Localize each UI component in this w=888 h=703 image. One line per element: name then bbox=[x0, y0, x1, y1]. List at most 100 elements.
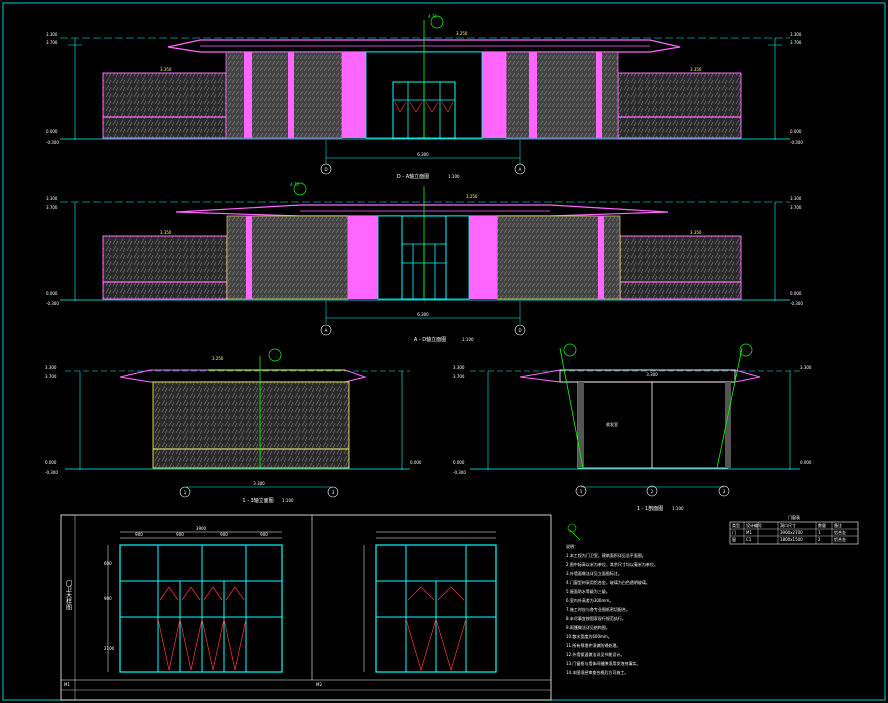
elev-side-scale: 1:100 bbox=[282, 498, 294, 503]
section-title: 1 - 1剖面图 bbox=[637, 505, 663, 512]
door-vertical-title: 门卫大样图 bbox=[65, 579, 72, 611]
section-lvl-base-l: -0.300 bbox=[453, 470, 466, 475]
table-r2-size: 1800x1500 bbox=[780, 537, 803, 542]
notes-line-1: 1.本工程为门卫室，建筑面积详见总平面图。 bbox=[566, 552, 646, 558]
elev-top-lvl-roof: 3.250 bbox=[456, 31, 468, 36]
door-side-dim-1: 2100 bbox=[104, 646, 115, 651]
elev-side-axis-right: 3 bbox=[332, 490, 335, 495]
notes-line-6: 6.室内外高差为300mm。 bbox=[566, 597, 613, 603]
section-lvl-top-l: 3.300 bbox=[453, 365, 465, 370]
elev-mid-lvl-band-l: 3.350 bbox=[160, 230, 172, 235]
notes-line-13: 13.门窗框与墙体间缝隙须用发泡剂填实。 bbox=[566, 660, 640, 666]
design-notes bbox=[567, 523, 581, 541]
section-axis-3: 3 bbox=[723, 489, 726, 494]
elev-top-lvl-band-l: 3.350 bbox=[160, 67, 172, 72]
notes-line-3: 3.外墙面做法详见立面图标注。 bbox=[566, 570, 622, 576]
elev-side-lvl-top: 3.300 bbox=[45, 365, 57, 370]
section-axis-2: 2 bbox=[651, 489, 654, 494]
notes-heading: 说明： bbox=[566, 543, 578, 549]
elev-top-axis-left: D bbox=[324, 167, 327, 172]
door-side-dim-2: 900 bbox=[104, 596, 112, 601]
notes-line-4: 4.门窗型材采用铝合金，玻璃为白色透明玻璃。 bbox=[566, 579, 650, 585]
notes-line-8: 8.未尽事宜按国家现行规范执行。 bbox=[566, 615, 626, 621]
elev-mid-lvl-ground-r: 0.000 bbox=[790, 291, 802, 296]
elev-mid-tag: 4.75 bbox=[290, 182, 299, 187]
notes-line-5: 5.屋面防水等级为三级。 bbox=[566, 588, 610, 594]
elev-mid-lvl-base-r: -0.300 bbox=[790, 301, 803, 306]
elev-top-lvl-mid-l: 3.700 bbox=[46, 40, 58, 45]
table-r2-note: 铝合金 bbox=[834, 536, 846, 542]
table-r2-code: C1 bbox=[746, 537, 752, 542]
elev-mid-axis-right: D bbox=[518, 328, 521, 333]
door-detail-panel bbox=[60, 514, 552, 701]
elev-mid-lvl-top-r: 3.300 bbox=[790, 196, 802, 201]
table-r1-type: 门 bbox=[732, 529, 736, 535]
notes-line-7: 7.施工时应与各专业图纸密切配合。 bbox=[566, 606, 630, 612]
elev-top-lvl-top-l: 3.300 bbox=[46, 32, 58, 37]
door-label-b: M2 bbox=[316, 682, 322, 687]
section-lvl-ground-r: 0.000 bbox=[800, 460, 812, 465]
elev-top-lvl-base-l: -0.300 bbox=[46, 140, 59, 145]
door-dim-2: 900 bbox=[176, 532, 184, 537]
section-lvl-ground-l: 0.000 bbox=[453, 460, 465, 465]
elev-side-lvl-mid: 3.700 bbox=[45, 374, 57, 379]
elev-side-lvl-ground: 0.000 bbox=[45, 460, 57, 465]
elev-mid-lvl-top-l: 3.300 bbox=[46, 196, 58, 201]
table-h-qty: 数量 bbox=[818, 522, 826, 528]
elev-mid-lvl-mid-l: 3.700 bbox=[46, 205, 58, 210]
elev-mid-lvl-mid-r: 3.700 bbox=[790, 205, 802, 210]
elev-side-axis-left: 1 bbox=[184, 490, 187, 495]
door-label-a: M1 bbox=[64, 682, 70, 687]
table-h-size: 洞口尺寸 bbox=[780, 522, 796, 528]
section-scale: 1:100 bbox=[672, 506, 684, 511]
notes-line-12: 12.外墙保温做法详见节能设计。 bbox=[566, 651, 624, 657]
elevation-d-a bbox=[60, 15, 790, 175]
elev-top-axis-right: A bbox=[519, 167, 522, 172]
elev-mid-lvl-band-r: 3.350 bbox=[690, 230, 702, 235]
table-r1-size: 3900x2700 bbox=[780, 530, 803, 535]
elev-side-lvl-ground-r: 0.000 bbox=[410, 460, 422, 465]
notes-line-2: 2.图中标高以米为单位，其余尺寸均以毫米为单位。 bbox=[566, 561, 658, 567]
section-lvl-mid-l: 3.700 bbox=[453, 374, 465, 379]
table-caption: 门窗表 bbox=[788, 514, 800, 520]
elev-mid-lvl-base-l: -0.300 bbox=[46, 301, 59, 306]
table-h-note: 备注 bbox=[834, 522, 842, 528]
elev-top-lvl-ground-r: 0.000 bbox=[790, 129, 802, 134]
section-lvl-top-r: 3.300 bbox=[800, 365, 812, 370]
door-side-dim-3: 600 bbox=[104, 561, 112, 566]
table-r1-qty: 1 bbox=[818, 530, 821, 535]
section-span: 3.300 bbox=[646, 372, 658, 377]
table-h-type: 类型 bbox=[732, 522, 740, 528]
elev-side-title: 1 - 3轴立面图 bbox=[242, 497, 273, 504]
door-dim-4: 900 bbox=[260, 532, 268, 537]
section-room-label: 收发室 bbox=[606, 421, 618, 427]
elev-top-tag: 4.75 bbox=[428, 14, 437, 19]
elev-top-total-dim: 6.300 bbox=[417, 152, 429, 157]
section-1-1 bbox=[470, 343, 800, 497]
elev-top-lvl-band-r: 3.350 bbox=[690, 67, 702, 72]
elev-mid-total-dim: 6.300 bbox=[417, 312, 429, 317]
elev-top-lvl-base-r: -0.300 bbox=[790, 140, 803, 145]
door-dim-3: 900 bbox=[220, 532, 228, 537]
door-dim-total: 3900 bbox=[196, 526, 207, 531]
table-r1-note: 铝合金 bbox=[834, 529, 846, 535]
elev-mid-scale: 1:100 bbox=[462, 337, 474, 342]
table-r2-qty: 2 bbox=[818, 537, 821, 542]
door-dim-1: 900 bbox=[135, 532, 143, 537]
table-h-code: 设计编号 bbox=[746, 522, 762, 528]
elevation-a-d bbox=[60, 182, 790, 336]
door-window-table bbox=[729, 521, 859, 545]
elev-mid-title: A - D轴立面图 bbox=[414, 336, 446, 343]
table-r1-code: M1 bbox=[746, 530, 752, 535]
table-r2-type: 窗 bbox=[732, 536, 736, 542]
notes-line-9: 9.雨篷做法详见结构图。 bbox=[566, 624, 610, 630]
elev-top-scale: 1:100 bbox=[448, 174, 460, 179]
elev-top-lvl-ground-l: 0.000 bbox=[46, 129, 58, 134]
elev-mid-axis-left: A bbox=[325, 328, 328, 333]
elev-side-lvl-base: -0.300 bbox=[45, 470, 58, 475]
elev-mid-lvl-ground-l: 0.000 bbox=[46, 291, 58, 296]
elevation-1-3 bbox=[65, 348, 410, 498]
notes-line-10: 10.散水宽度为600mm。 bbox=[566, 633, 612, 639]
notes-line-11: 11.所有预埋件须做防锈处理。 bbox=[566, 642, 620, 648]
